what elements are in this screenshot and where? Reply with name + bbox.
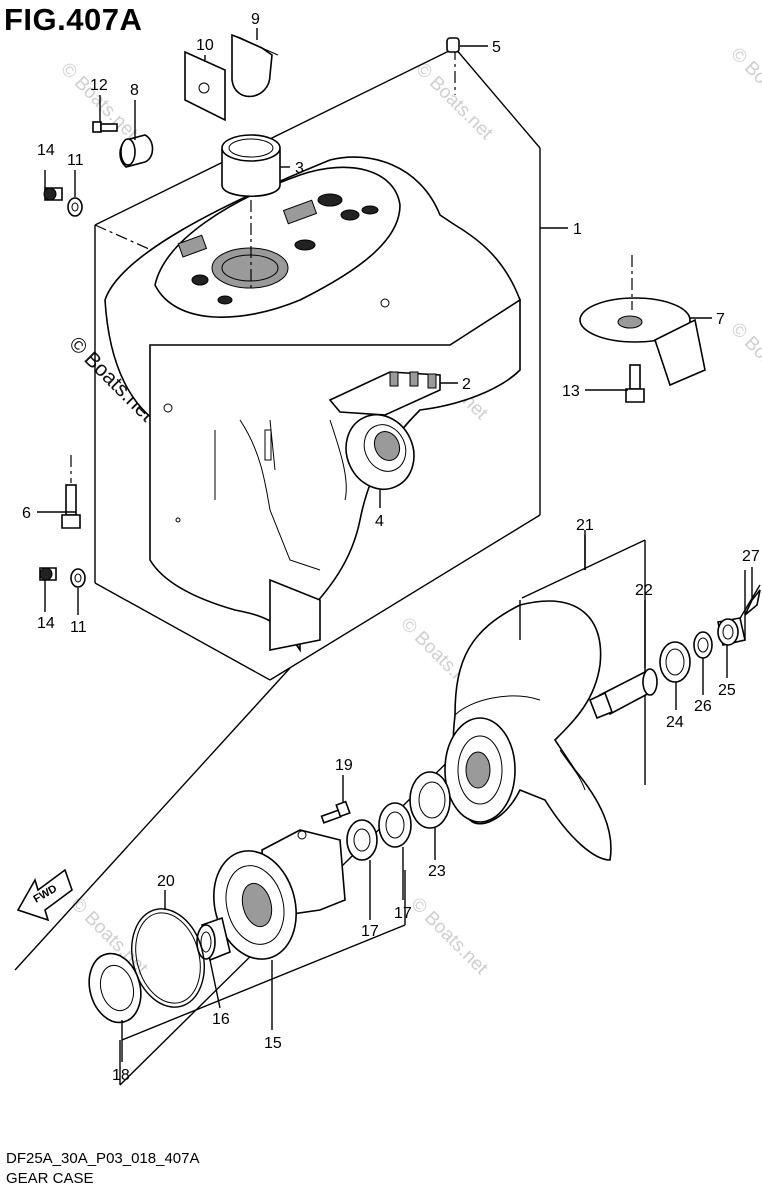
- watermark: © Boats.net: [726, 319, 762, 405]
- figure-title: FIG.407A: [4, 2, 143, 37]
- callout-11a: 11: [67, 152, 84, 169]
- part-10-plate: [184, 50, 226, 122]
- part-25-nut: [717, 617, 746, 646]
- watermark: © Boats.net: [411, 59, 497, 145]
- callout-17a: 17: [361, 923, 379, 940]
- callout-27: 27: [742, 548, 760, 565]
- part-27-cotter-pin: [744, 589, 761, 616]
- part-11-washers: [67, 197, 86, 588]
- part-13-bolt: [625, 364, 645, 403]
- callout-1: 1: [573, 221, 582, 238]
- callout-19: 19: [335, 757, 353, 774]
- callout-25: 25: [718, 682, 736, 699]
- callout-12: 12: [90, 77, 108, 94]
- callout-8: 8: [130, 82, 139, 99]
- callouts: 1 2 3 4 5 6 7 8 9 10 11 11 12 13 14 14 1…: [22, 11, 760, 1084]
- propeller: [444, 600, 612, 861]
- callout-11b: 11: [70, 619, 87, 636]
- callout-3: 3: [295, 160, 304, 177]
- part-20-oring: [131, 908, 205, 1008]
- part-2: [328, 371, 441, 416]
- part-22-spacer: [588, 600, 658, 720]
- leader-lines: [37, 28, 753, 1062]
- part-24-bushing: [659, 641, 691, 683]
- part-5-dowel: [446, 37, 488, 53]
- callout-15: 15: [264, 1035, 282, 1052]
- fwd-direction-arrow: FWD: [16, 868, 73, 922]
- callout-9: 9: [251, 11, 260, 28]
- part-6-bolt: [61, 455, 81, 529]
- part-26-washer: [693, 631, 713, 659]
- callout-23: 23: [428, 863, 446, 880]
- part-23-bearing: [409, 771, 451, 829]
- part-17-washers: [346, 802, 412, 861]
- callout-14b: 14: [37, 615, 55, 632]
- part-8-damper: [119, 134, 154, 168]
- callout-18: 18: [112, 1067, 130, 1084]
- part-18-seal: [88, 952, 142, 1024]
- part-19-bolt: [320, 800, 351, 824]
- part-15-carrier: [213, 829, 346, 960]
- callout-13: 13: [562, 383, 580, 400]
- callout-17b: 17: [394, 905, 412, 922]
- part-7-trim-tab: [579, 255, 706, 387]
- drawing-code: DF25A_30A_P03_018_407A: [6, 1150, 200, 1167]
- callout-7: 7: [716, 311, 725, 328]
- part-9-cap: [231, 33, 279, 98]
- part-16-bearing: [196, 916, 231, 962]
- callout-24: 24: [666, 714, 684, 731]
- watermark: © Boats.net: [406, 894, 492, 980]
- part-12-screw: [92, 121, 118, 133]
- drawing-name: GEAR CASE: [6, 1170, 94, 1187]
- callout-4: 4: [375, 513, 384, 530]
- callout-14a: 14: [37, 142, 55, 159]
- part-4-ring: [345, 414, 415, 490]
- callout-2: 2: [462, 376, 471, 393]
- upper-frame: [94, 47, 541, 681]
- part-14-plugs: [39, 187, 63, 581]
- callout-26: 26: [694, 698, 712, 715]
- watermark: © Boats.net: [726, 44, 762, 130]
- callout-5: 5: [492, 39, 501, 56]
- callout-16: 16: [212, 1011, 230, 1028]
- part-3-bearing: [221, 134, 281, 290]
- callout-20: 20: [157, 873, 175, 890]
- callout-22: 22: [635, 582, 653, 599]
- callout-10: 10: [196, 37, 214, 54]
- callout-6: 6: [22, 505, 31, 522]
- callout-21: 21: [576, 517, 594, 534]
